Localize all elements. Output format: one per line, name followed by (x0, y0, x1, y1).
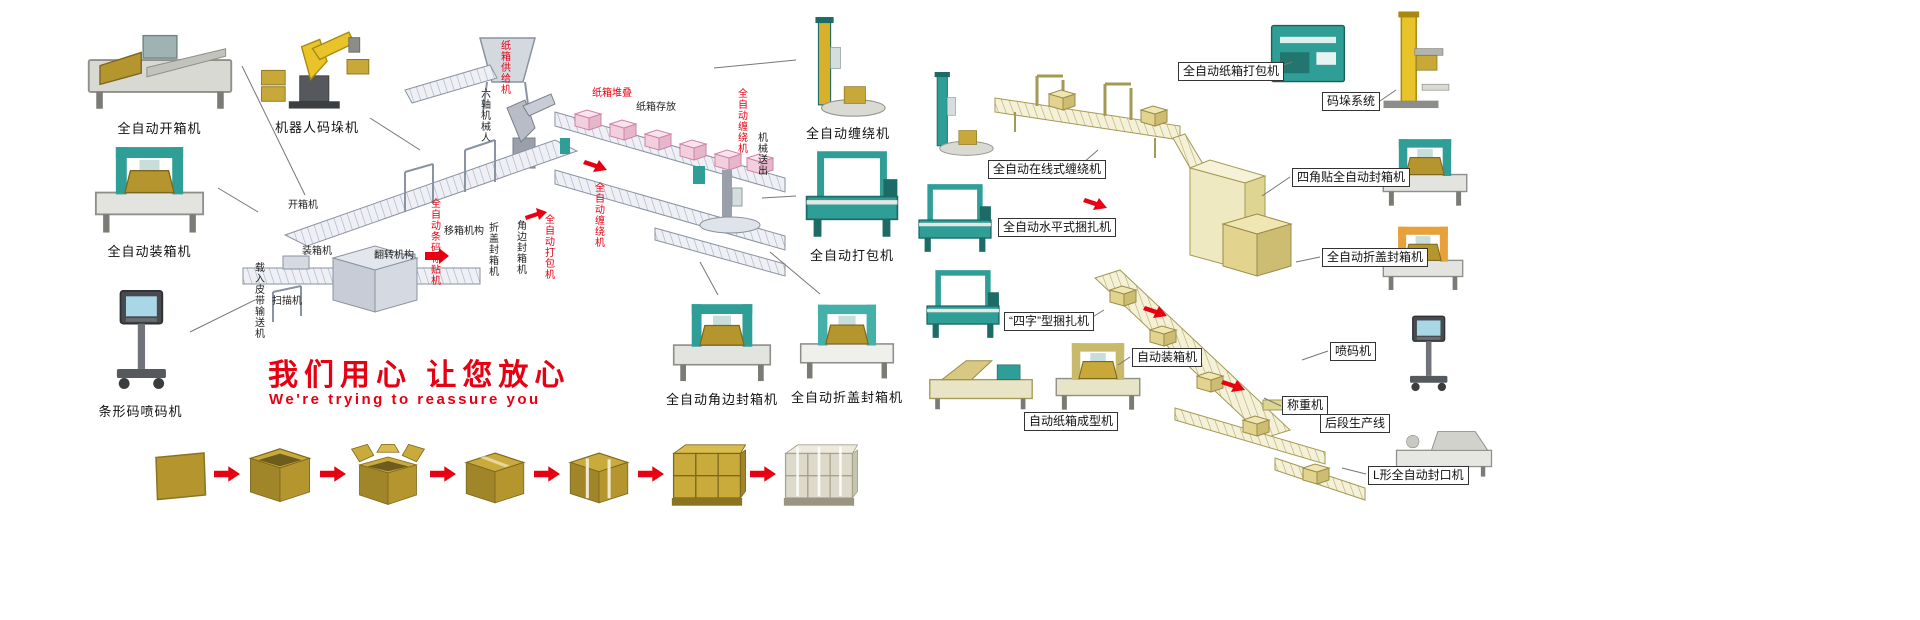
process-step-sealed-carton (464, 452, 526, 504)
arrow-right-icon (638, 466, 664, 482)
label-carton-stacking: 纸箱堆叠 (592, 88, 632, 99)
label-six-axis-robot: 六轴机械人 (478, 88, 490, 143)
carton-process-sequence (150, 418, 858, 510)
label-box-transfer: 移箱机构 (444, 226, 484, 237)
machine-caption: 全自动开箱机 (117, 121, 202, 136)
machine-flap-fold-sealer: 全自动折盖封箱机 (791, 296, 904, 406)
machine-caption: 全自动折盖封箱机 (791, 390, 904, 405)
label-belt-infeed: 载入皮带输送机 (252, 262, 264, 339)
machine-caption: 全自动缠绕机 (805, 126, 890, 141)
tag-carton-former: 自动纸箱成型机 (1024, 412, 1119, 431)
tag-l-bar-sealer: L形全自动封口机 (1368, 466, 1469, 485)
label-corner-sealer: 角边封箱机 (514, 220, 526, 275)
label-carton-feeder: 纸箱供给机 (498, 40, 510, 95)
label-scanner: 扫描机 (272, 296, 302, 307)
machine-caption: 全自动装箱机 (107, 244, 192, 259)
strapping-machine-illustration (798, 146, 906, 242)
machine-barcode-inkjet-printer: 条形码喷码机 (88, 280, 193, 420)
label-carton-opener: 开箱机 (288, 200, 318, 211)
tag-backend-line: 后段生产线 (1320, 414, 1391, 433)
process-step-strapped-carton (568, 452, 630, 504)
slogan-english: We're trying to reassure you (269, 391, 541, 408)
machine-strapping: 全自动打包机 (798, 146, 906, 264)
process-step-cardboard-blank (155, 452, 207, 501)
label-machine-outfeed: 机械送出 (755, 132, 767, 176)
label-barcode-labeler: 全自动条码标贴机 (428, 198, 440, 286)
case-packer-illustration (87, 138, 212, 238)
right-line-diagram (994, 74, 1366, 501)
tag-four-corner-sealer: 四角贴全自动封箱机 (1292, 168, 1411, 187)
process-step-palletized-stack (671, 444, 746, 506)
flap-fold-sealer-illustration (796, 296, 898, 384)
machine-caption: 条形码喷码机 (98, 404, 183, 419)
label-flap-sealer: 折盖封箱机 (486, 222, 498, 277)
tag-flap-sealer: 全自动折盖封箱机 (1322, 248, 1429, 267)
label-turnover-unit: 翻转机构 (374, 250, 414, 261)
label-carton-storage: 纸箱存放 (636, 102, 676, 113)
process-step-wrapped-pallet (783, 444, 858, 506)
label-auto-wrapper: 全自动缠绕机 (735, 88, 747, 154)
stretch-wrapper-illustration (805, 14, 891, 120)
label-strapper: 全自动打包机 (542, 214, 554, 280)
tag-carton-baler: 全自动纸箱打包机 (1178, 62, 1285, 81)
inkjet-printer-illustration (93, 280, 188, 398)
arrow-right-icon (430, 466, 456, 482)
process-step-flaps-carton (350, 443, 426, 506)
tag-online-wrapper: 全自动在线式缠绕机 (988, 160, 1107, 179)
arrow-right-icon (534, 466, 560, 482)
machine-caption: 全自动角边封箱机 (665, 392, 778, 407)
label-case-packer: 装箱机 (302, 246, 332, 257)
machine-stretch-wrapper: 全自动缠绕机 (798, 14, 898, 142)
tag-inkjet-coder: 喷码机 (1330, 342, 1377, 361)
machine-carton-opener: 全自动开箱机 (82, 20, 237, 137)
arrow-right-icon (214, 466, 240, 482)
tag-weigher: 称重机 (1282, 396, 1329, 415)
slogan-chinese: 我们用心 让您放心 (268, 359, 571, 392)
center-line-diagram (242, 37, 786, 322)
arrow-right-icon (750, 466, 776, 482)
tag-palletizing-system: 码垛系统 (1322, 92, 1381, 111)
machine-caption: 全自动打包机 (809, 248, 894, 263)
tag-four-side-strapper: “四字”型捆扎机 (1004, 312, 1094, 331)
tag-auto-case-packer: 自动装箱机 (1132, 348, 1203, 367)
process-step-opened-carton (248, 448, 312, 503)
tag-horizontal-strapper: 全自动水平式捆扎机 (998, 218, 1117, 237)
arrow-right-icon (320, 466, 346, 482)
machine-corner-edge-sealer: 全自动角边封箱机 (663, 296, 781, 408)
label-inline-wrapper: 全自动缠绕机 (592, 182, 604, 248)
machine-case-packer: 全自动装箱机 (82, 138, 217, 260)
carton-opener-illustration (85, 20, 235, 115)
